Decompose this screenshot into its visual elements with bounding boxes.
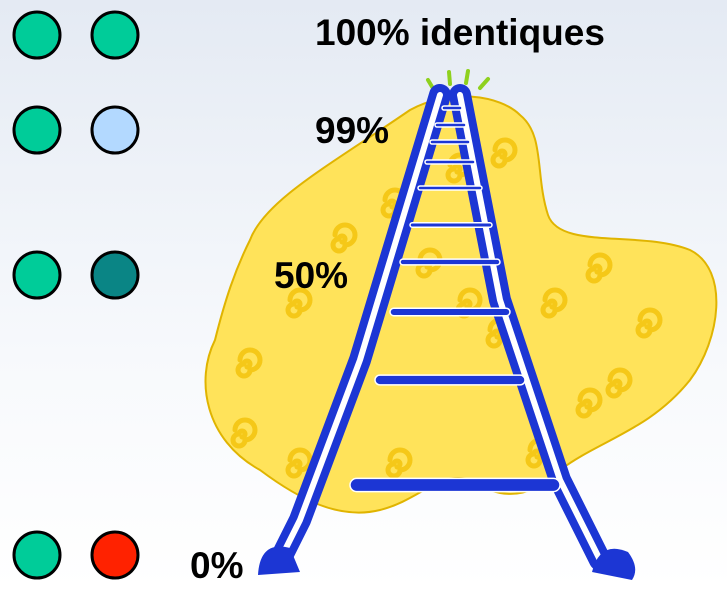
swirl-icon [635,307,663,339]
dot-column-left [12,10,62,580]
ladder-rung [429,139,471,145]
swirl-icon [540,287,568,319]
dot-icon [90,530,140,580]
swirl-blob [204,95,718,514]
dot-icon [12,10,62,60]
ladder-rail-highlight [457,92,603,563]
ladder-icon [258,84,636,580]
swirl-icon [605,367,633,399]
swirl-icon [575,387,603,419]
swirl-icon [235,347,263,379]
ladder-rung [409,222,493,228]
ladder-rung [399,258,501,266]
dot-icon [12,250,62,300]
swirl-icon [285,287,313,319]
dot-column-right [90,10,140,580]
dot-icon [90,105,140,155]
ladder-foot [592,548,636,580]
ladder-rung [441,105,463,111]
dot-icon [12,530,62,580]
ladder-rung [374,374,526,386]
swirl-icon [380,187,408,219]
ladder-rail-highlight [277,92,443,563]
swirl-icon [490,137,518,169]
swirl-icon [285,447,313,479]
swirl-icon [385,447,413,479]
swirl-icon [585,252,613,284]
ladder-rung [417,185,483,191]
dot-icon [12,105,62,155]
ladder-rung [424,159,476,165]
swirl-icon [230,417,258,449]
ladder-rung [349,477,561,493]
label-0-percent: 0% [190,545,244,586]
ladder-foot [258,546,300,575]
dot-icon [90,250,140,300]
swirl-icon [330,222,358,254]
ladder-rung [434,122,467,128]
label-99-percent: 99% [315,110,390,151]
dot-icon [90,10,140,60]
label-50-percent: 50% [274,255,349,296]
page-title: 100% identiques [315,12,605,53]
ladder-rung [389,307,511,317]
